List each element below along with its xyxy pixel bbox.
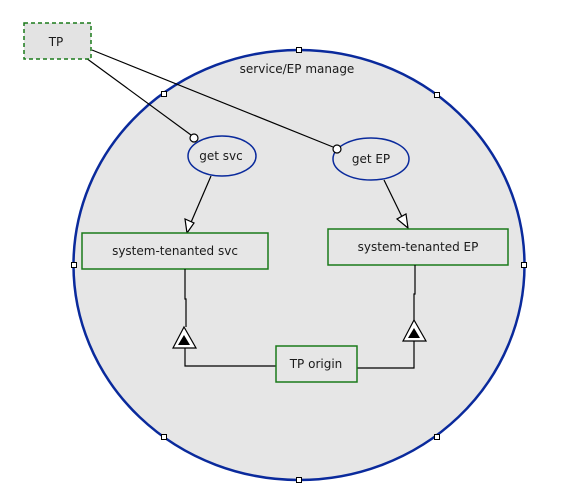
handle-top-right[interactable] xyxy=(434,92,440,98)
get-svc-label: get svc xyxy=(199,149,242,163)
get-svc-port[interactable] xyxy=(189,133,199,143)
arrowhead-icon xyxy=(184,218,195,235)
tp-to-get-svc-line[interactable] xyxy=(85,57,192,136)
service-ep-manage-container[interactable]: service/EP manage xyxy=(71,47,527,483)
handle-bottom[interactable] xyxy=(296,477,302,483)
get-ep-label: get EP xyxy=(352,152,390,166)
svc-origin-connector[interactable] xyxy=(184,269,276,367)
handle-top[interactable] xyxy=(296,47,302,53)
selection-handles[interactable] xyxy=(71,47,527,483)
arrowhead-icon xyxy=(395,213,409,230)
system-svc-label: system-tenanted svc xyxy=(112,244,238,258)
get-svc-to-system-svc-line[interactable] xyxy=(188,175,212,228)
system-tenanted-svc-node[interactable]: system-tenanted svc xyxy=(81,232,269,270)
tp-connectors xyxy=(85,49,334,148)
tp-origin-node[interactable]: TP origin xyxy=(275,345,358,383)
ep-origin-connector[interactable] xyxy=(357,265,416,369)
handle-bottom-left[interactable] xyxy=(161,434,167,440)
triangle-marker-icon xyxy=(402,318,428,342)
get-svc-node[interactable]: get svc xyxy=(187,135,257,177)
tp-to-get-ep-line[interactable] xyxy=(91,49,334,148)
get-ep-node[interactable]: get EP xyxy=(332,137,410,181)
handle-left[interactable] xyxy=(71,262,77,268)
container-label: service/EP manage xyxy=(240,62,355,76)
handle-top-left[interactable] xyxy=(161,91,167,97)
tp-origin-label: TP origin xyxy=(289,357,343,371)
triangle-marker-icon xyxy=(172,325,198,349)
system-tenanted-ep-node[interactable]: system-tenanted EP xyxy=(327,228,509,266)
handle-bottom-right[interactable] xyxy=(434,434,440,440)
tp-label: TP xyxy=(48,35,64,49)
system-ep-label: system-tenanted EP xyxy=(358,240,479,254)
tp-node[interactable]: TP xyxy=(23,22,92,60)
get-ep-port[interactable] xyxy=(332,144,342,154)
handle-right[interactable] xyxy=(521,262,527,268)
flow-arrows xyxy=(184,175,409,235)
